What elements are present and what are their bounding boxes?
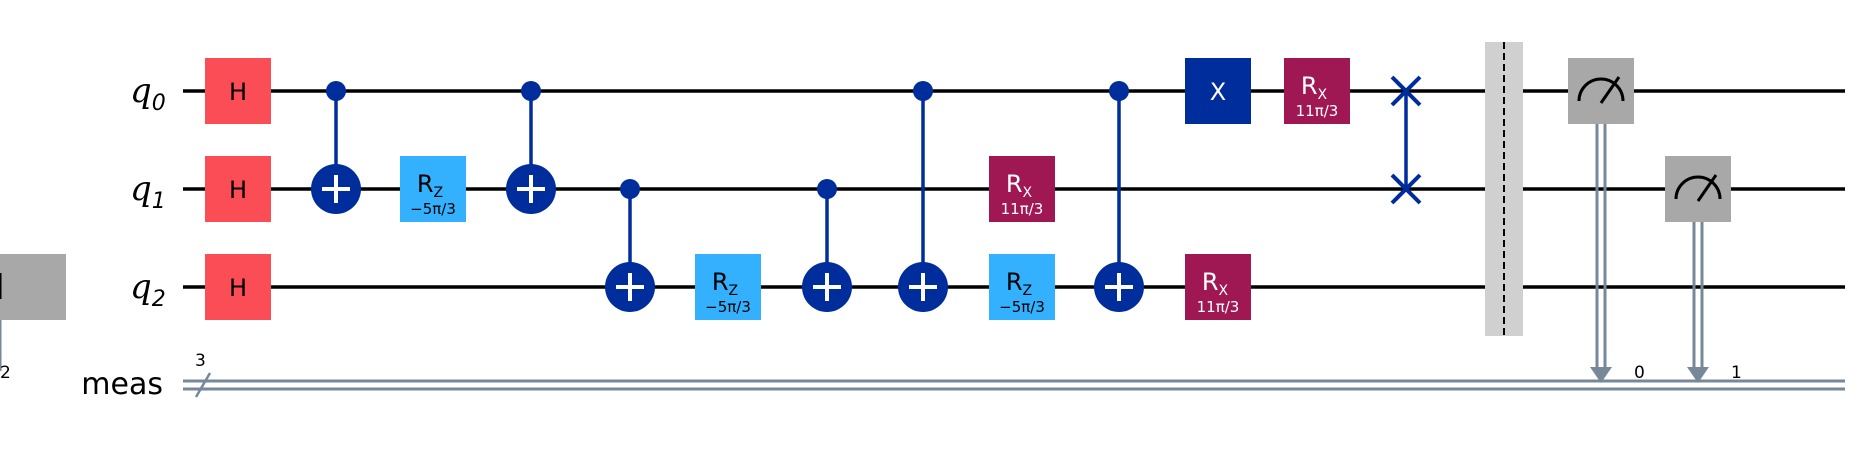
gate-cx-8-control-dot — [817, 179, 837, 199]
gate-rx-14-label-sub: X — [1219, 283, 1229, 299]
gate-rx-15-label-main: R — [1301, 72, 1318, 100]
gate-rx-14-param: 11π/3 — [1197, 298, 1240, 316]
gate-cx-6 — [605, 179, 655, 312]
gate-rz-11-label-main: R — [1006, 268, 1023, 296]
gate-rx-10-label-sub: X — [1023, 185, 1033, 201]
qubit-label-0: q0 — [130, 71, 166, 116]
classical-register-label: meas — [81, 367, 163, 402]
gate-h-1-box — [205, 156, 271, 222]
gate-cx-12 — [1094, 81, 1144, 312]
gate-cx-5-control-dot — [521, 81, 541, 101]
gate-rx-10-param: 11π/3 — [1001, 200, 1044, 218]
gate-measure-18-arrow — [1590, 367, 1612, 383]
gate-measure-20-box — [0, 254, 66, 320]
gate-measure-18-box — [1568, 58, 1634, 124]
gate-cx-12-control-dot — [1109, 81, 1129, 101]
gate-cx-9-control-dot — [913, 81, 933, 101]
gate-rz-11: RZ−5π/3 — [989, 254, 1055, 320]
gate-measure-20: 2 — [0, 254, 66, 383]
gate-rz-7-label-main: R — [712, 268, 729, 296]
gate-cx-3-control-dot — [326, 81, 346, 101]
gate-rx-10-label: RX — [1006, 170, 1033, 201]
gate-rz-7-param: −5π/3 — [705, 298, 751, 316]
gate-rx-14-box — [1185, 254, 1251, 320]
gate-rz-7: RZ−5π/3 — [695, 254, 761, 320]
gate-h-0-box — [205, 58, 271, 124]
gate-swap-16 — [1390, 75, 1422, 205]
gate-swap-16-cross-0b — [1390, 75, 1422, 107]
gate-measure-18-clbit-label: 0 — [1634, 363, 1645, 383]
gate-rz-7-label-sub: Z — [729, 283, 739, 299]
gate-measure-19-arrow — [1687, 367, 1709, 383]
gate-cx-5 — [506, 81, 556, 214]
gate-rx-15-label-sub: X — [1318, 87, 1328, 103]
gate-measure-18-meter-needle — [1599, 76, 1621, 104]
gate-h-0-label: H — [229, 78, 247, 106]
gate-swap-16-cross-1b — [1390, 173, 1422, 205]
classical-bus-slash — [194, 372, 212, 398]
gate-h-1-label: H — [229, 176, 247, 204]
gate-rx-15-box — [1284, 58, 1350, 124]
gate-measure-19-box — [1665, 156, 1731, 222]
gate-measure-20-clbit-label: 2 — [0, 363, 11, 383]
gate-h-0: H — [205, 58, 271, 124]
gate-rx-10-box — [989, 156, 1055, 222]
gate-x-13-label: X — [1210, 78, 1226, 106]
gates-layer: HHHRZ−5π/3RZ−5π/3RX11π/3RZ−5π/3XRX11π/3R… — [0, 42, 1742, 383]
gate-rz-4-label-sub: Z — [434, 185, 444, 201]
gate-h-1: H — [205, 156, 271, 222]
gate-rx-15-param: 11π/3 — [1296, 102, 1339, 120]
qubit-label-2: q2 — [130, 267, 166, 312]
gate-rz-11-param: −5π/3 — [999, 298, 1045, 316]
gate-measure-19: 1 — [1665, 156, 1742, 383]
gate-rz-4-label: RZ — [417, 170, 443, 201]
gate-cx-9 — [898, 81, 948, 312]
gate-measure-19-meter-needle — [1696, 174, 1718, 202]
gate-measure-19-clbit-label: 1 — [1731, 363, 1742, 383]
barrier — [1485, 42, 1523, 336]
gate-h-2-box — [205, 254, 271, 320]
gate-cx-3 — [311, 81, 361, 214]
gate-rz-11-label-sub: Z — [1023, 283, 1033, 299]
gate-rx-15-label: RX — [1301, 72, 1328, 103]
gate-cx-6-control-dot — [620, 179, 640, 199]
gate-rz-11-box — [989, 254, 1055, 320]
gate-x-13: X — [1185, 58, 1251, 124]
gate-rz-4-label-main: R — [417, 170, 434, 198]
qubit-label-1: q1 — [130, 169, 166, 214]
gate-rz-7-label: RZ — [712, 268, 738, 299]
gate-cx-8 — [802, 179, 852, 312]
gate-x-13-box — [1185, 58, 1251, 124]
gate-rx-10-label-main: R — [1006, 170, 1023, 198]
gate-rx-14-label-main: R — [1202, 268, 1219, 296]
gate-rz-4: RZ−5π/3 — [400, 156, 466, 222]
gate-rz-4-box — [400, 156, 466, 222]
gate-measure-18-meter-arc — [1577, 77, 1625, 102]
gate-measure-19-meter-arc — [1674, 175, 1722, 200]
gate-rz-7-box — [695, 254, 761, 320]
gate-rz-4-param: −5π/3 — [410, 200, 456, 218]
gate-rx-14-label: RX — [1202, 268, 1229, 299]
classical-register-size: 3 — [195, 351, 206, 371]
gate-h-2-label: H — [229, 274, 247, 302]
gate-rz-11-label: RZ — [1006, 268, 1032, 299]
gate-h-2: H — [205, 254, 271, 320]
gate-measure-18: 0 — [1568, 58, 1645, 383]
